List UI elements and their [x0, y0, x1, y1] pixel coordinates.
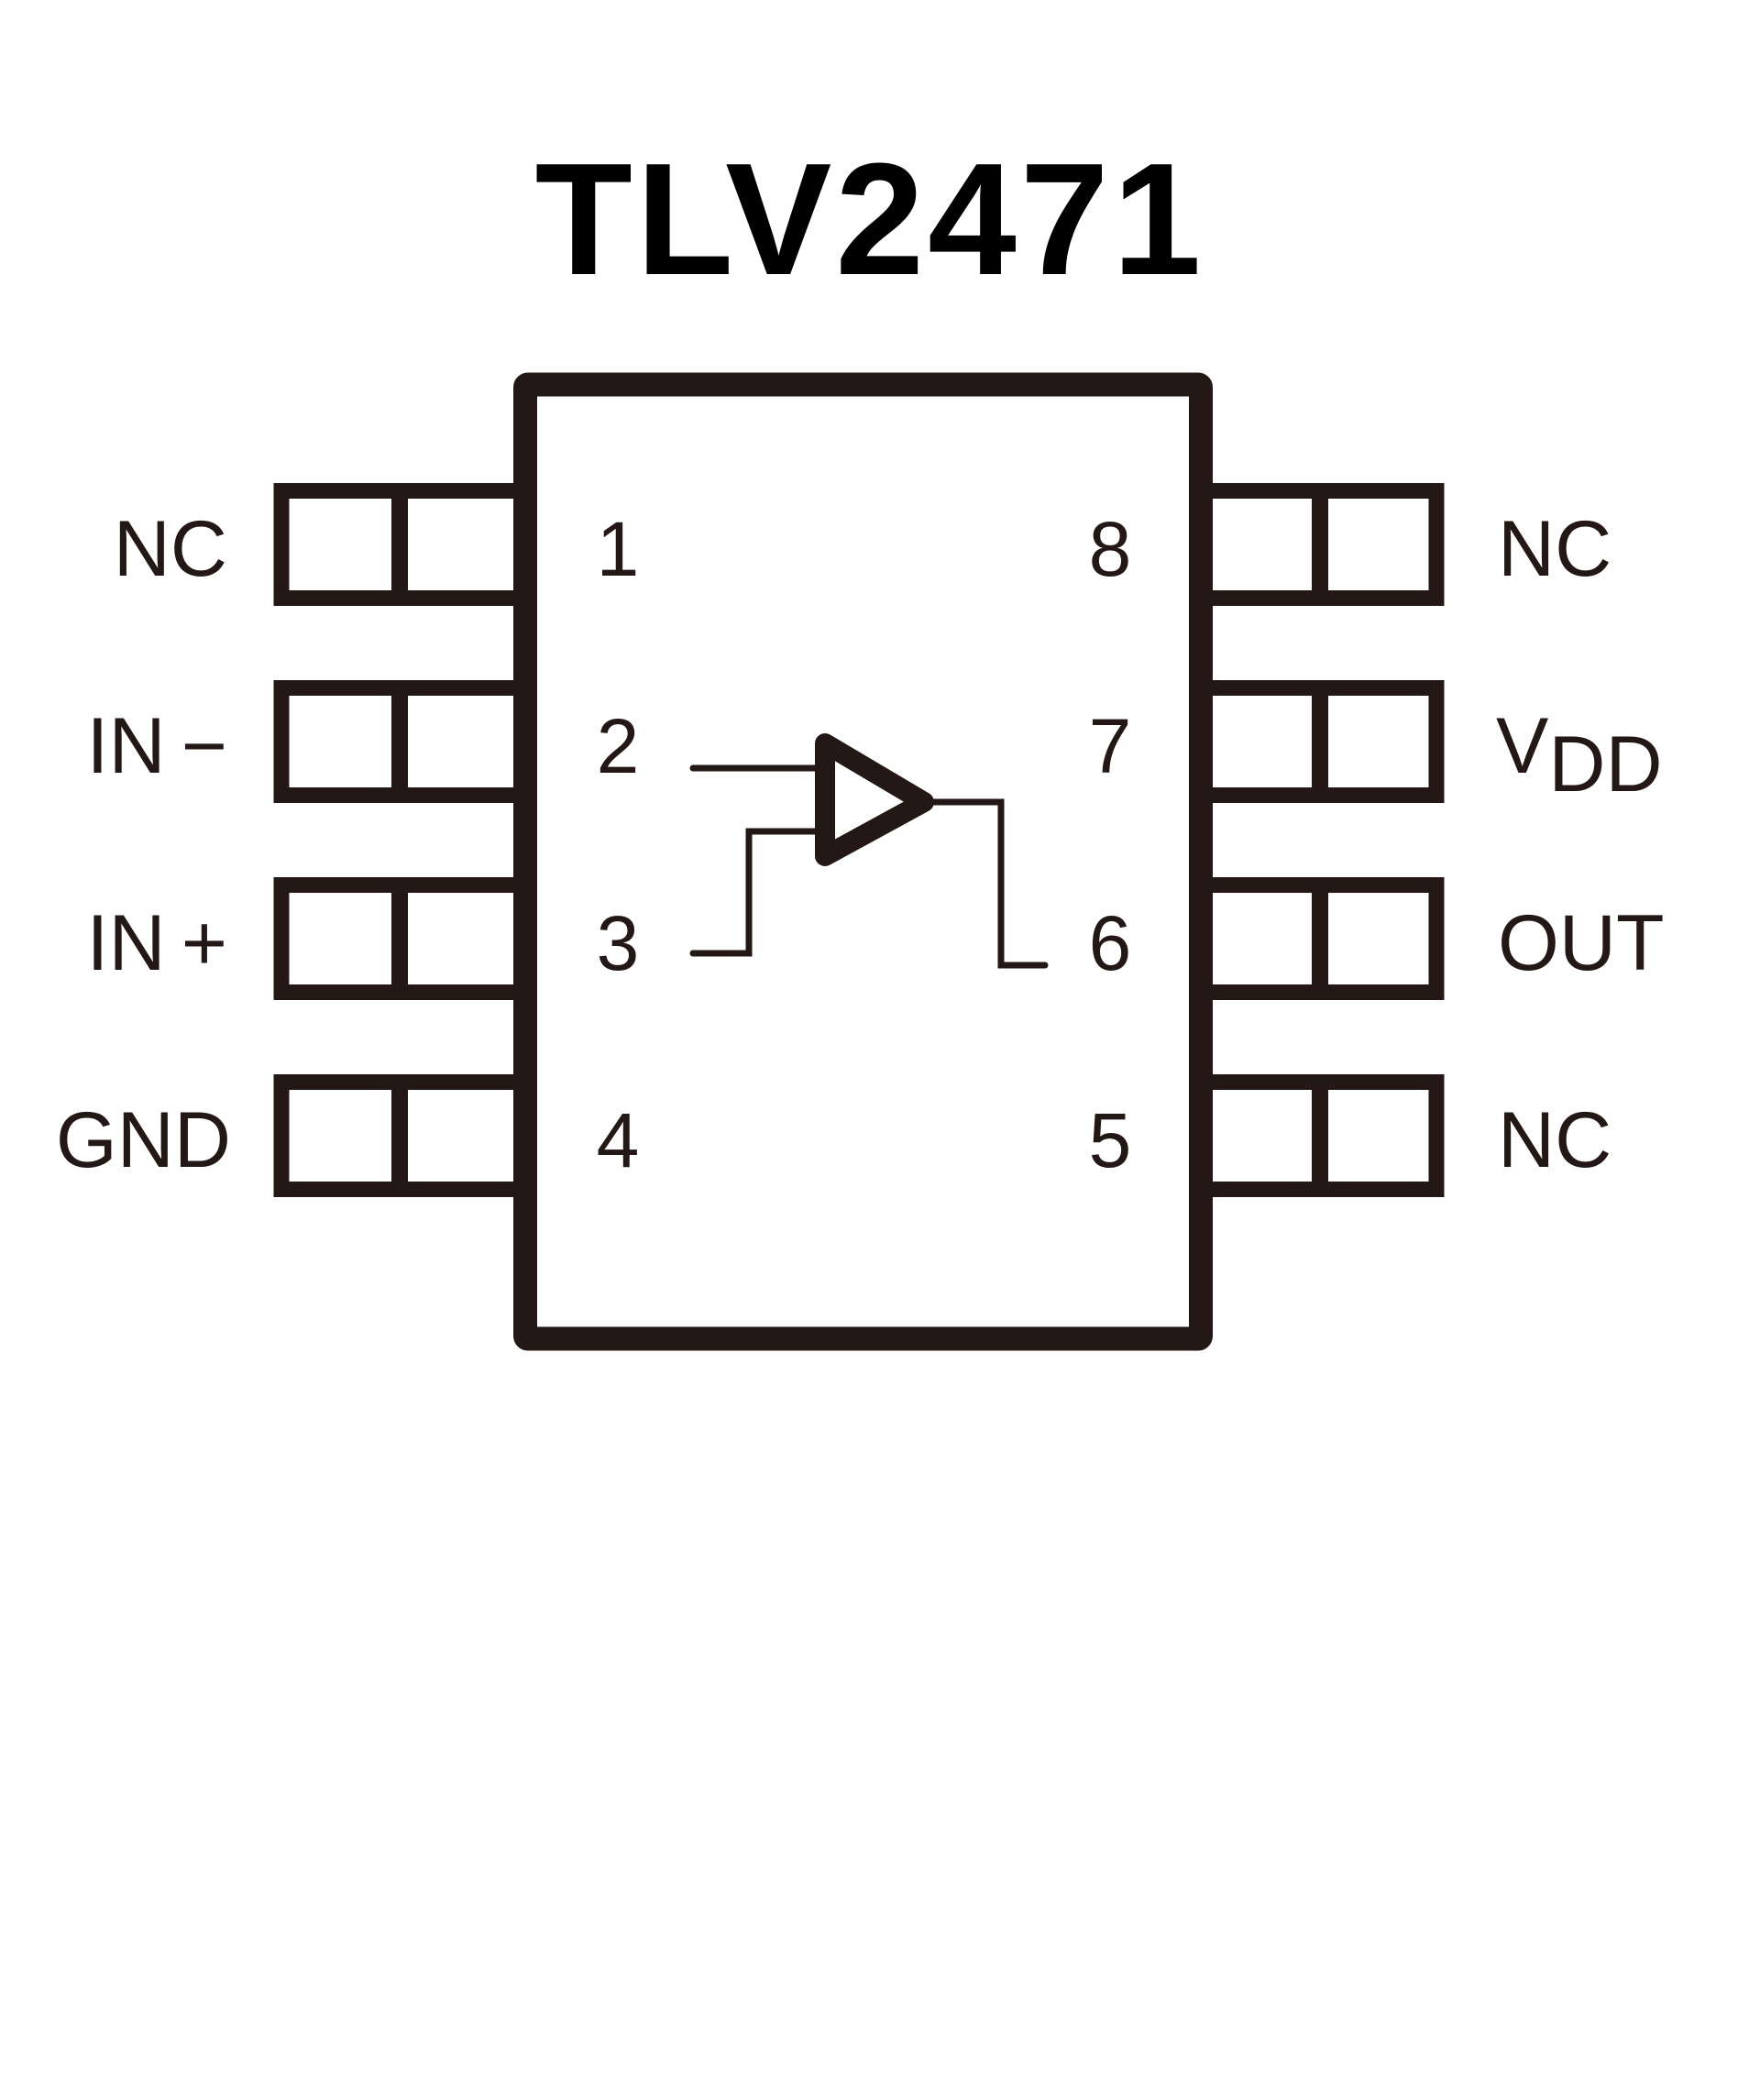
pin-number-7: 7 [1089, 703, 1132, 789]
non-inverting-input-wire [689, 828, 821, 957]
op-amp-triangle-icon [815, 733, 934, 866]
pin-numbers: 1 2 3 4 8 7 6 5 [597, 506, 1132, 1183]
pin-label-7-main: V [1496, 702, 1548, 790]
left-pins [273, 483, 530, 1197]
right-pin-labels: NC VDD OUT NC [1496, 505, 1665, 1184]
pin-4-divider [391, 1082, 408, 1190]
pin-label-4: GND [56, 1096, 231, 1184]
pin-number-3: 3 [597, 900, 640, 986]
pin-label-2: IN − [87, 702, 227, 790]
pin-number-5: 5 [1089, 1097, 1132, 1183]
pin-7-divider [1312, 687, 1328, 796]
op-amp-symbol [689, 733, 1049, 969]
pin-2-divider [391, 687, 408, 796]
pin-number-8: 8 [1089, 506, 1132, 592]
pin-label-6: OUT [1498, 899, 1665, 987]
pin-label-8: NC [1498, 505, 1612, 593]
pin-5-divider [1312, 1082, 1328, 1190]
pin-number-1: 1 [597, 506, 640, 592]
pin-label-7-subscript: DD [1548, 720, 1662, 808]
pin-number-4: 4 [597, 1097, 640, 1183]
pin-8-divider [1312, 490, 1328, 599]
pin-6-divider [1312, 885, 1328, 993]
pin-label-5: NC [1498, 1096, 1612, 1184]
pin-3-divider [391, 885, 408, 993]
package-body [513, 372, 1213, 1351]
pin-label-3: IN + [87, 899, 227, 987]
left-pin-labels: NC IN − IN + GND [56, 505, 231, 1184]
pin-1-divider [391, 490, 408, 599]
pin-number-6: 6 [1089, 900, 1132, 986]
pin-label-7: VDD [1496, 702, 1663, 808]
output-wire [922, 798, 1049, 969]
chip-title: TLV2471 [535, 129, 1205, 308]
pin-label-1: NC [114, 505, 227, 593]
pin-number-2: 2 [597, 703, 640, 789]
